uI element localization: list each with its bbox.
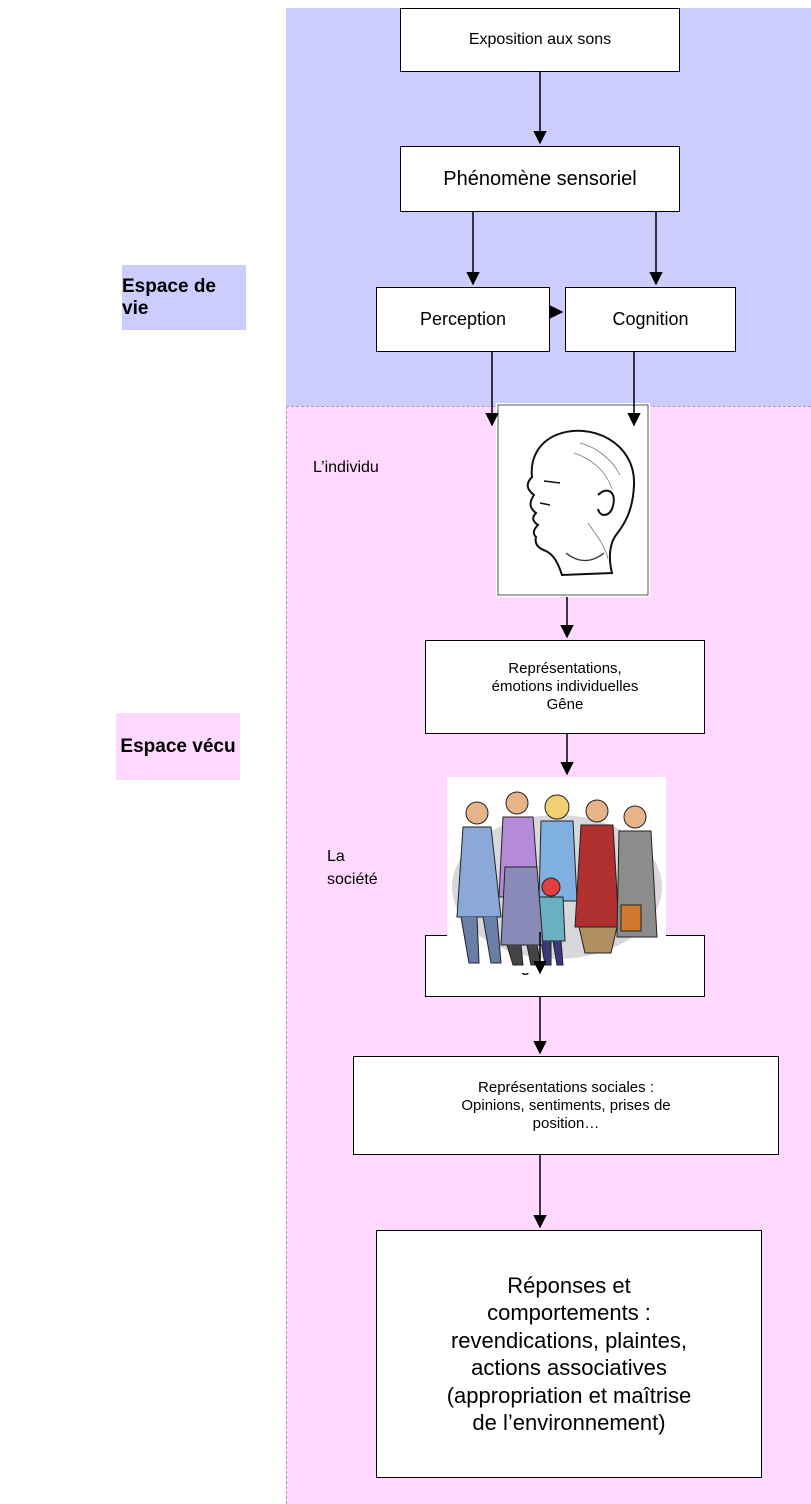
group-people-icon xyxy=(452,791,662,966)
box-reponses-comportements: Réponses et comportements : revendicatio… xyxy=(376,1230,762,1478)
box-exposition-aux-sons: Exposition aux sons xyxy=(400,8,680,72)
group-illustration xyxy=(447,777,666,973)
label-espace-de-vie: Espace de vie xyxy=(122,265,246,330)
box-cognition: Cognition xyxy=(565,287,736,352)
label-societe: La société xyxy=(327,848,378,889)
box-phenomene-sensoriel: Phénomène sensoriel xyxy=(400,146,680,212)
box-representations-individuelles: Représentations, émotions individuelles … xyxy=(425,640,705,734)
box-perception: Perception xyxy=(376,287,550,352)
label-individu: L’individu xyxy=(313,459,379,476)
head-illustration xyxy=(496,403,650,597)
box-representations-sociales: Représentations sociales : Opinions, sen… xyxy=(353,1056,779,1155)
label-espace-vecu: Espace vécu xyxy=(116,713,240,780)
head-profile-icon xyxy=(497,404,649,596)
